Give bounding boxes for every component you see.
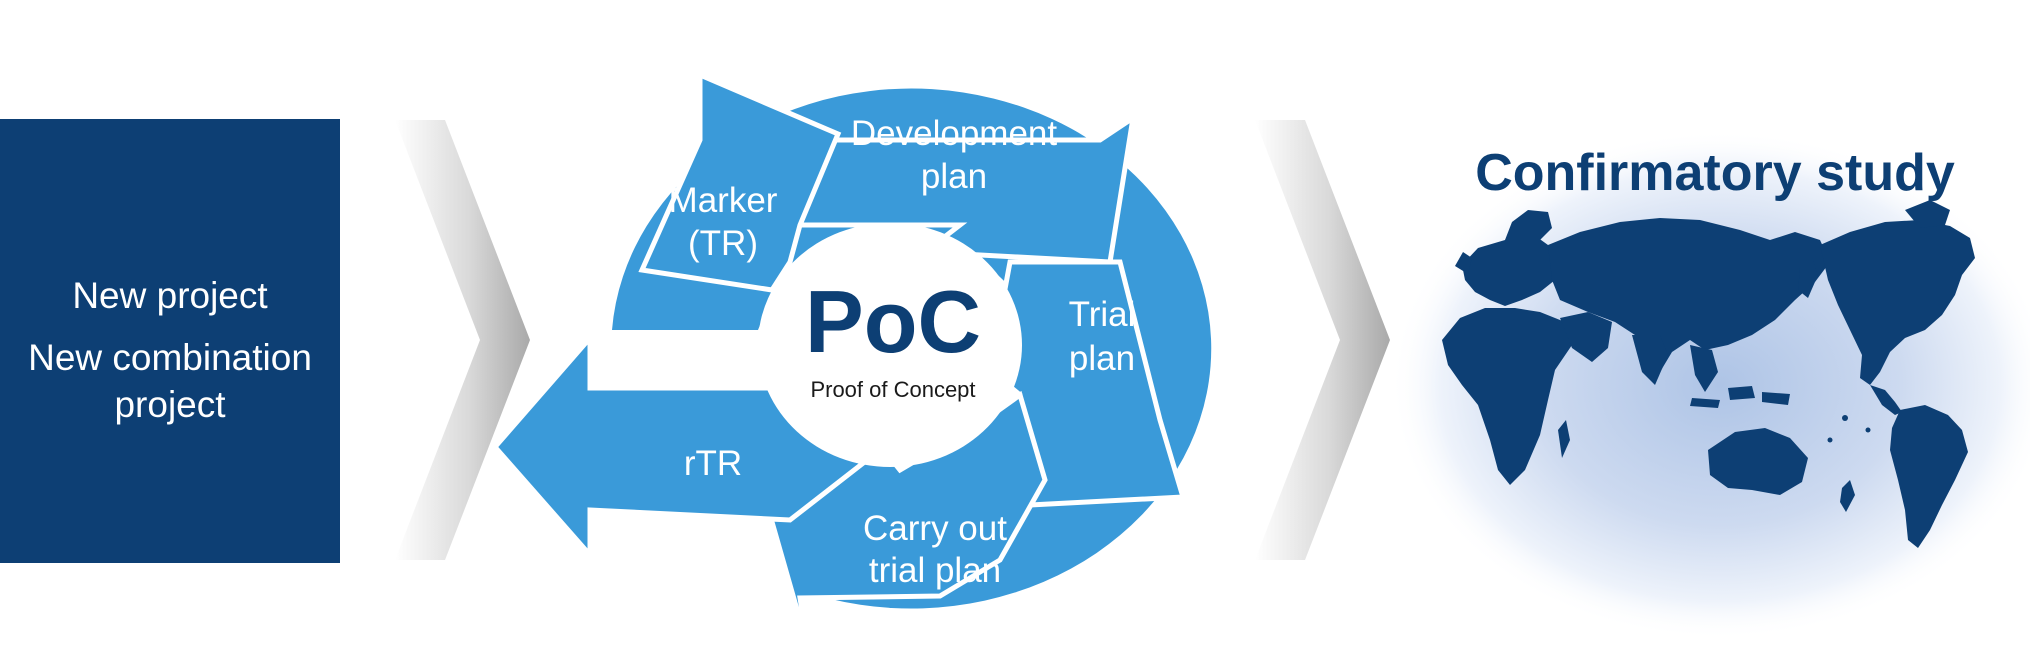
cycle-center — [758, 223, 1022, 467]
source-line-new-project: New project — [72, 275, 268, 316]
label-rtr: rTR — [684, 444, 742, 483]
study-title: Confirmatory study — [1475, 144, 1955, 202]
source-line-project: project — [114, 384, 226, 425]
chevron-arrow-right — [1255, 120, 1390, 560]
confirmatory-study: Confirmatory study — [1390, 130, 2030, 640]
poc-subtitle: Proof of Concept — [810, 377, 975, 402]
label-marker-line2: (TR) — [688, 224, 758, 263]
label-development-line1: Development — [851, 114, 1057, 153]
label-trial-line2: plan — [1069, 339, 1135, 378]
label-marker-line1: Marker — [669, 181, 778, 220]
arrow-marker — [638, 71, 842, 293]
chevron-arrow-left — [395, 120, 530, 560]
label-development-line2: plan — [921, 157, 987, 196]
world-map-icon — [1442, 200, 1975, 548]
source-box: New project New combination project — [0, 119, 340, 563]
label-trial-line1: Trial — [1069, 295, 1136, 334]
arrow-development — [796, 112, 1137, 265]
poc-title: PoC — [805, 272, 981, 371]
poc-cycle: Marker (TR) Development plan Trial plan … — [491, 71, 1212, 649]
label-carry-line2: trial plan — [869, 551, 1001, 590]
label-carry-line1: Carry out — [863, 509, 1007, 548]
source-line-new-combination: New combination — [28, 337, 312, 378]
